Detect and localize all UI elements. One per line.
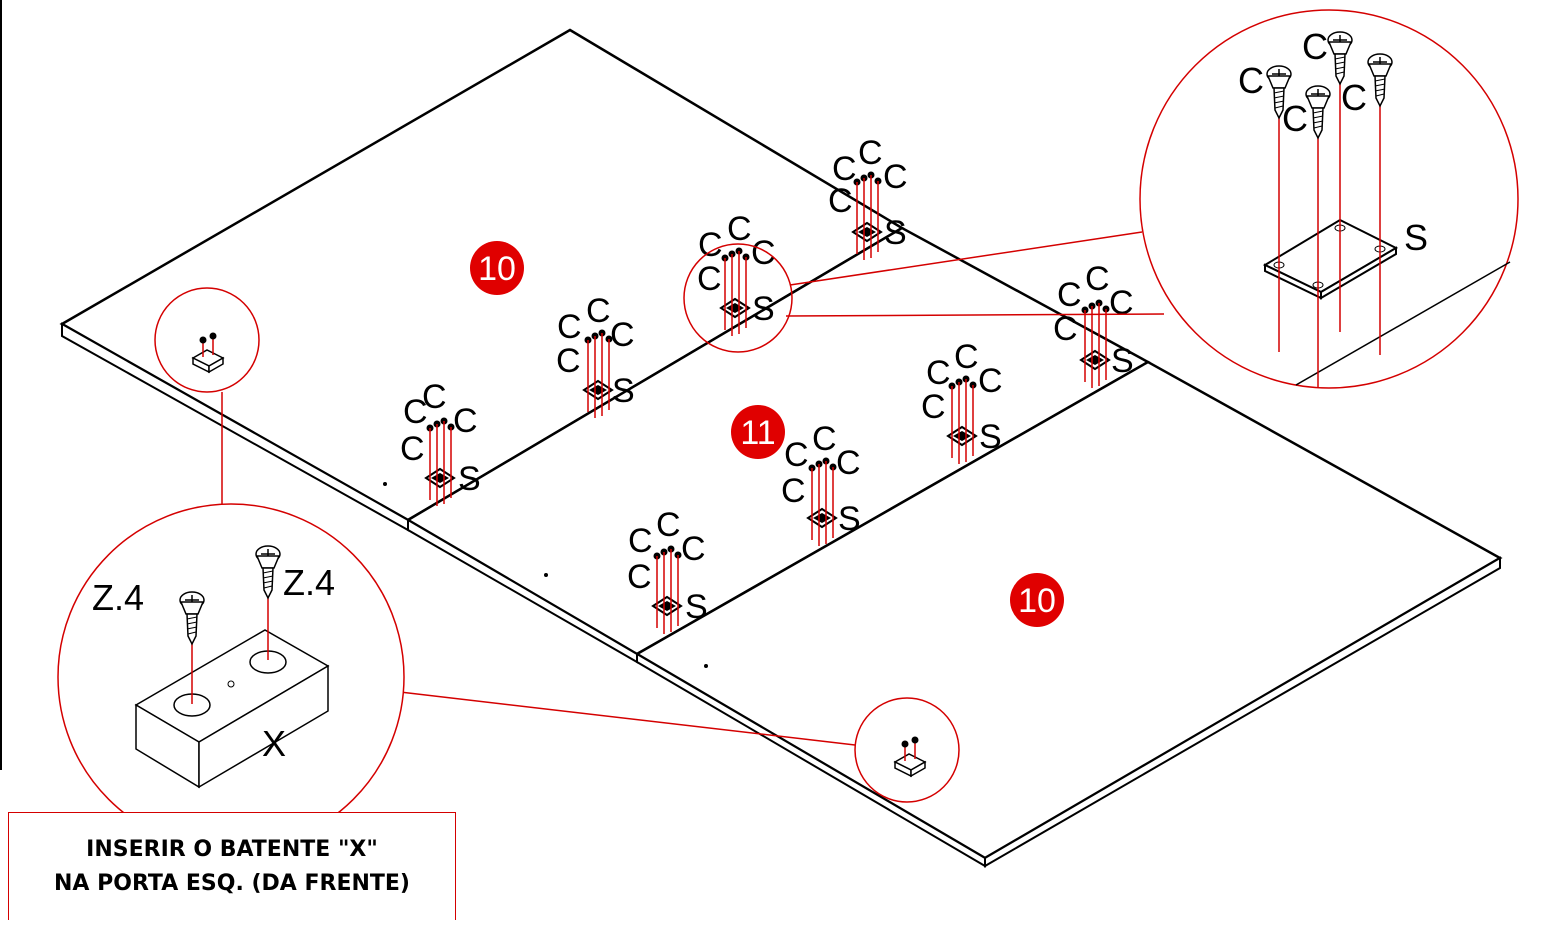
instruction-line-1: INSERIR O BATENTE "X" bbox=[86, 836, 378, 862]
label-c: C bbox=[1085, 260, 1110, 298]
label-c: C bbox=[586, 292, 611, 330]
label-c: C bbox=[697, 260, 722, 298]
label-c: C bbox=[1302, 26, 1328, 67]
label-c: C bbox=[627, 558, 652, 596]
instruction-line-2: NA PORTA ESQ. (DA FRENTE) bbox=[54, 870, 410, 896]
label-c: C bbox=[628, 522, 653, 560]
stop-marker-right bbox=[854, 697, 960, 803]
label-c: C bbox=[781, 472, 806, 510]
label-c: C bbox=[1238, 60, 1264, 101]
label-c: C bbox=[784, 436, 809, 474]
label-s: S bbox=[1404, 217, 1428, 258]
label-c: C bbox=[921, 388, 946, 426]
label-s: S bbox=[752, 290, 775, 328]
label-c: C bbox=[832, 150, 857, 188]
label-c: C bbox=[656, 506, 681, 544]
label-c: C bbox=[828, 182, 853, 220]
label-c: C bbox=[954, 338, 979, 376]
label-c: C bbox=[400, 430, 425, 468]
label-c: C bbox=[926, 354, 951, 392]
label-z4: Z.4 bbox=[92, 577, 144, 618]
label-s: S bbox=[884, 214, 907, 252]
label-c: C bbox=[610, 316, 635, 354]
label-c: C bbox=[727, 210, 752, 248]
label-s: S bbox=[1111, 342, 1134, 380]
label-s: S bbox=[685, 588, 708, 626]
label-s: S bbox=[838, 500, 861, 538]
label-c: C bbox=[557, 308, 582, 346]
label-c: C bbox=[858, 134, 883, 172]
label-c: C bbox=[1282, 98, 1308, 139]
label-c: C bbox=[812, 420, 837, 458]
label-c: C bbox=[1053, 310, 1078, 348]
label-s: S bbox=[458, 460, 481, 498]
badge-panel-middle-number: 11 bbox=[740, 414, 775, 452]
badge-panel-right-number: 10 bbox=[1018, 582, 1056, 620]
plate-callout-circle bbox=[683, 243, 793, 353]
label-c: C bbox=[751, 234, 776, 272]
stop-detail: Z.4 Z.4 X bbox=[57, 503, 405, 851]
label-c: C bbox=[883, 158, 908, 196]
instruction-note: INSERIR O BATENTE "X" NA PORTA ESQ. (DA … bbox=[8, 812, 456, 920]
label-c: C bbox=[978, 362, 1003, 400]
label-c: C bbox=[681, 530, 706, 568]
badge-panel-left-number: 10 bbox=[478, 250, 516, 288]
label-c: C bbox=[422, 378, 447, 416]
badge-panel-middle: 11 bbox=[731, 405, 785, 459]
label-s: S bbox=[979, 418, 1002, 456]
label-z4: Z.4 bbox=[283, 562, 335, 603]
plate-detail: C C C C S bbox=[1139, 9, 1519, 389]
label-c: C bbox=[1057, 276, 1082, 314]
label-c: C bbox=[1109, 284, 1134, 322]
badge-panel-right: 10 bbox=[1010, 573, 1064, 627]
screw-labels: C C C C S C C C C S C C C C S C C C C S … bbox=[400, 134, 1134, 626]
badge-panel-left: 10 bbox=[470, 241, 524, 295]
label-x: X bbox=[262, 723, 286, 764]
label-c: C bbox=[403, 393, 428, 431]
label-c: C bbox=[453, 402, 478, 440]
label-c: C bbox=[1341, 77, 1367, 118]
label-c: C bbox=[836, 444, 861, 482]
label-s: S bbox=[612, 372, 635, 410]
label-c: C bbox=[556, 342, 581, 380]
stop-marker-left bbox=[154, 287, 260, 393]
